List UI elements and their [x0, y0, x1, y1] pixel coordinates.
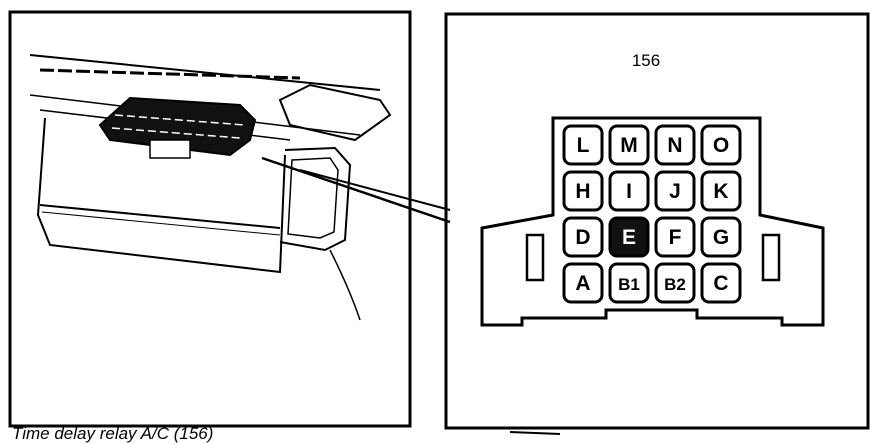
connector-right-slot [761, 233, 781, 282]
connector-number: 156 [632, 51, 660, 70]
pin-a-cell [562, 262, 604, 304]
pin-c-cell [700, 262, 742, 304]
relay-block [98, 96, 257, 159]
pin-e-label: E [622, 226, 636, 249]
pin-j-cell [654, 170, 696, 212]
pin-b2-cell [654, 262, 696, 304]
pin-b2-label: B2 [664, 275, 686, 294]
pin-l-cell [562, 124, 604, 166]
pin-e-cell [608, 216, 650, 258]
pin-n-label: N [667, 134, 682, 157]
pin-h-label: H [575, 180, 590, 203]
pin-l-label: L [577, 134, 590, 157]
pin-n-cell [654, 124, 696, 166]
pin-j-label: J [669, 180, 681, 203]
pin-g-cell [700, 216, 742, 258]
pin-m-label: M [620, 134, 638, 157]
pin-o-label: O [713, 134, 729, 157]
pin-o-cell [700, 124, 742, 166]
pin-b1-cell [608, 262, 650, 304]
pin-h-cell [562, 170, 604, 212]
pin-k-label: K [713, 180, 728, 203]
connector-left-slot [525, 233, 545, 282]
pin-i-cell [608, 170, 650, 212]
pin-f-label: F [669, 226, 682, 249]
pin-d-label: D [575, 226, 590, 249]
pin-i-label: I [626, 180, 632, 203]
figure-caption: Time delay relay A/C (156) [12, 424, 214, 443]
pin-grid: L M N O H I J K D E F G A B1 B2 C [562, 124, 742, 304]
pin-c-label: C [713, 272, 728, 295]
pin-a-label: A [575, 272, 590, 295]
connector-housing [480, 116, 825, 327]
location-view-panel [8, 10, 451, 428]
pin-m-cell [608, 124, 650, 166]
pin-k-cell [700, 170, 742, 212]
pin-d-cell [562, 216, 604, 258]
pin-g-label: G [713, 226, 729, 249]
pin-f-cell [654, 216, 696, 258]
connector-view-panel: 156 L M N O H I J K D E F G A B1 B2 C [444, 12, 870, 435]
pin-b1-label: B1 [618, 275, 640, 294]
